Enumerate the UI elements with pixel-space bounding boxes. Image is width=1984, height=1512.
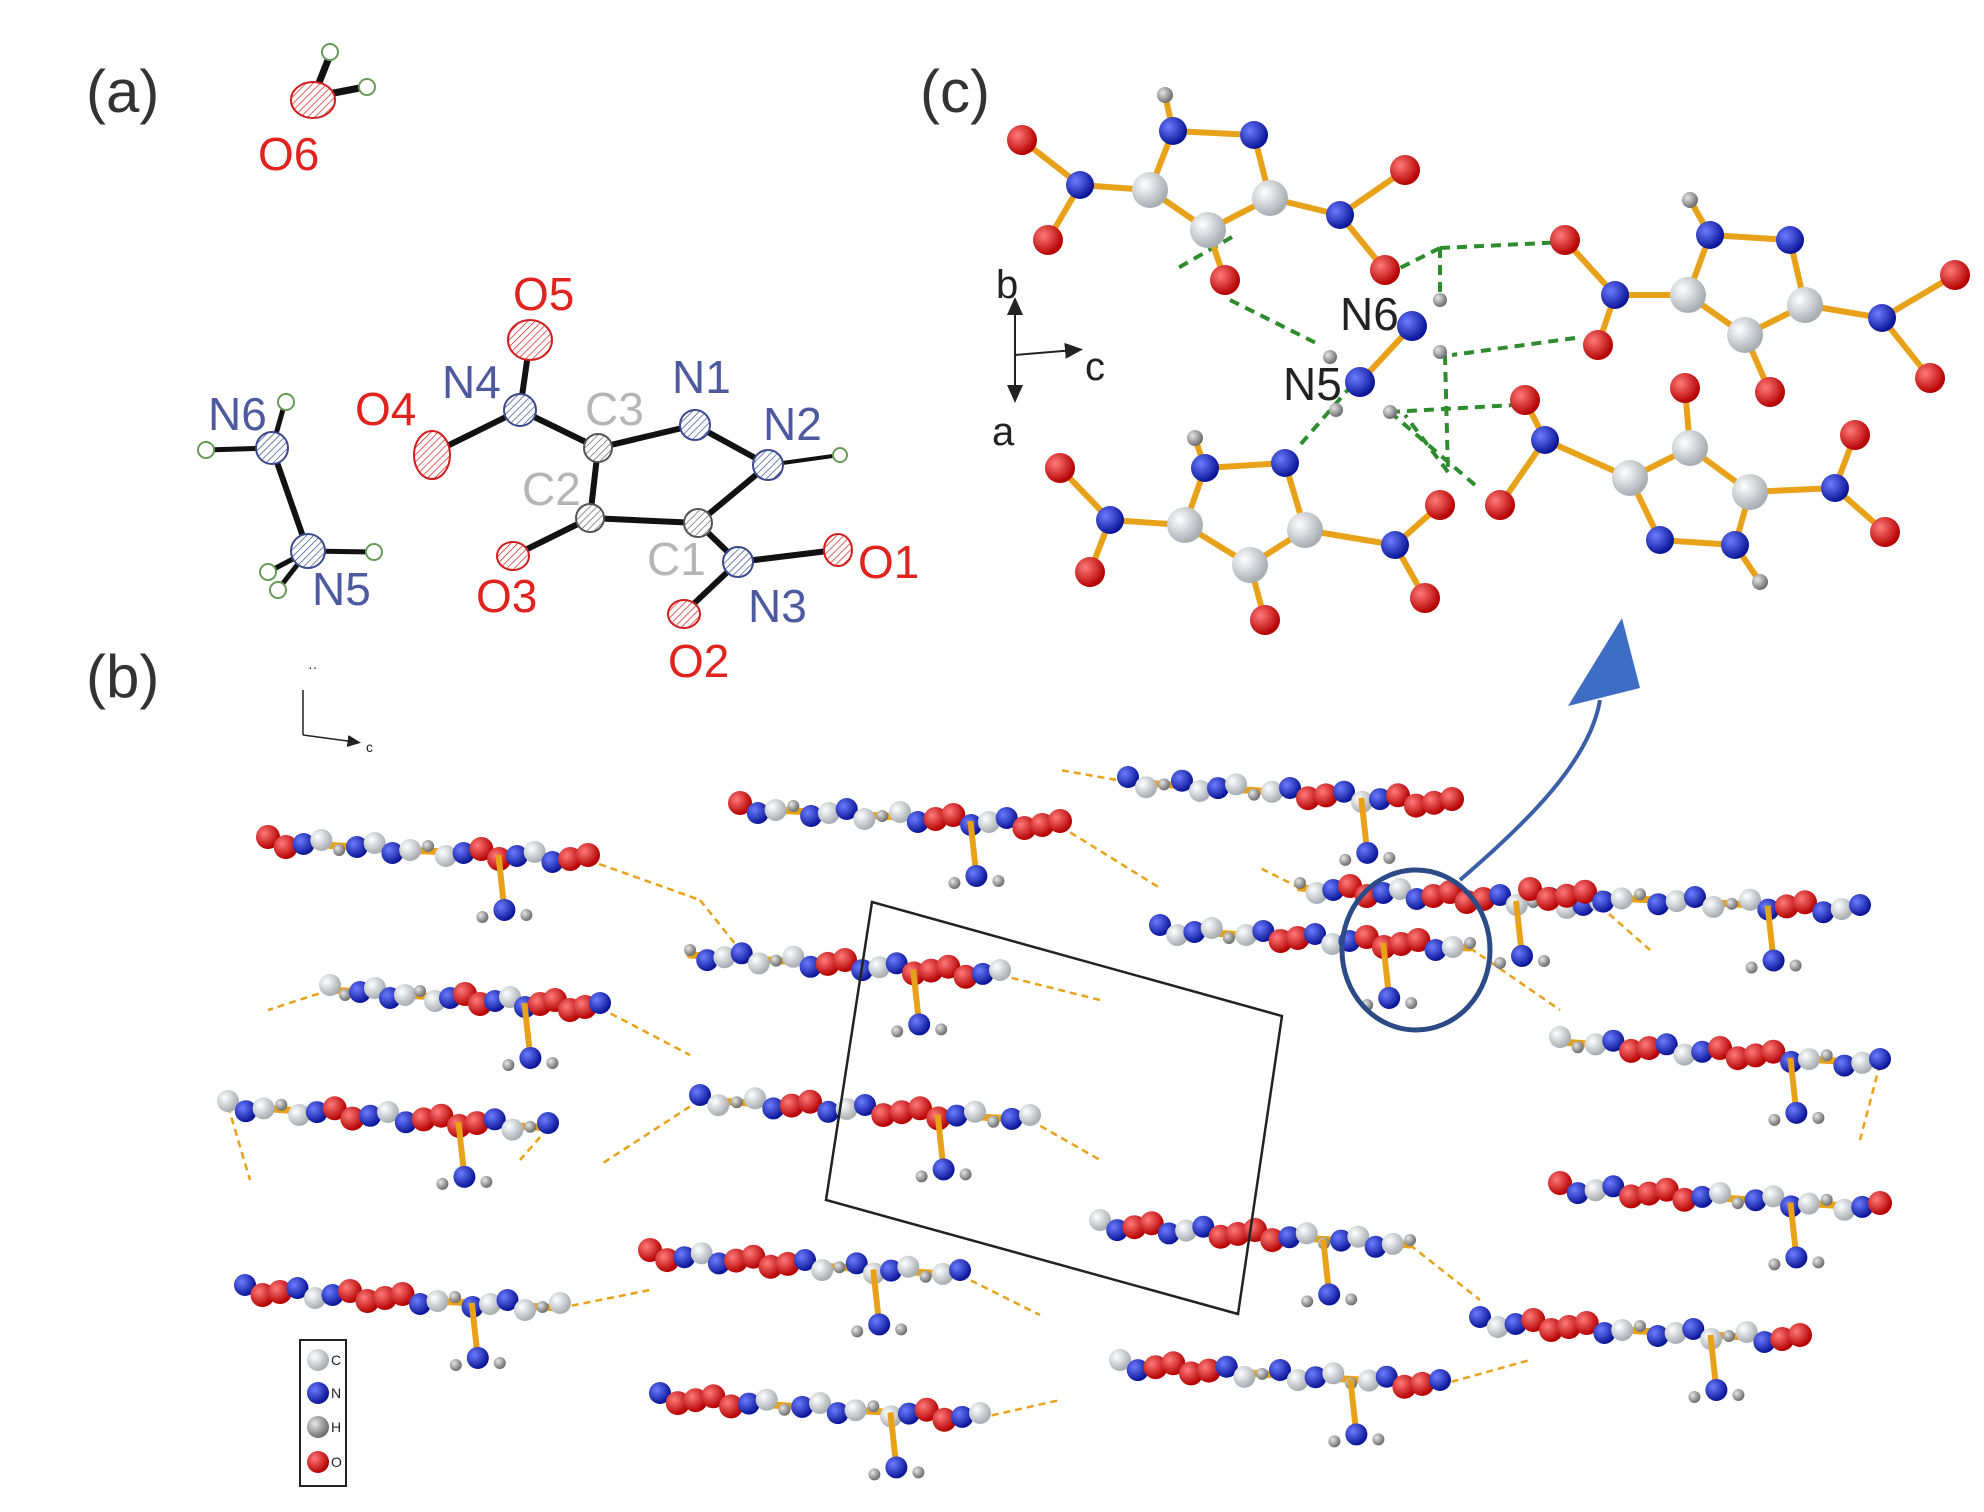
molecule-c-right xyxy=(1550,192,1970,407)
atom-n5-c xyxy=(1345,367,1375,397)
axis-indicator-c: b c a xyxy=(992,263,1105,454)
panel-a-label: (a) xyxy=(86,58,159,125)
water-molecule: O6 xyxy=(258,43,376,180)
panel-c: (c) b c a xyxy=(920,58,1970,635)
crystal-packing xyxy=(217,766,1892,1481)
axis-c-label-b: c xyxy=(366,739,373,755)
panel-b-label: (b) xyxy=(86,643,159,710)
atom-o1 xyxy=(823,533,853,567)
callout-arrowhead xyxy=(1568,618,1640,706)
label-n6-c: N6 xyxy=(1340,288,1399,340)
legend-h: H xyxy=(331,1419,341,1435)
label-c2: C2 xyxy=(522,463,581,515)
legend-o: O xyxy=(331,1454,342,1470)
axis-indicator-b: ·· c xyxy=(302,659,373,755)
axis-a-label: a xyxy=(992,410,1015,454)
legend-n: N xyxy=(331,1385,341,1401)
hydrazinium-cation: N6 N5 xyxy=(197,388,383,615)
label-n5: N5 xyxy=(312,563,371,615)
molecule-c-top-left xyxy=(1007,87,1420,295)
highlight-circle xyxy=(1339,867,1493,1033)
atom-n6 xyxy=(255,431,289,465)
atom-n1 xyxy=(679,409,711,441)
legend-swatch-c xyxy=(307,1349,329,1371)
legend-swatch-h xyxy=(307,1416,329,1438)
label-o2: O2 xyxy=(668,635,729,687)
label-o6: O6 xyxy=(258,128,319,180)
atom-n5 xyxy=(290,533,326,569)
hydrazinium-c: N6 N5 xyxy=(1283,288,1447,419)
atom-o2 xyxy=(667,599,701,629)
atom-legend: C N H O xyxy=(299,1339,347,1487)
atom-o5 xyxy=(507,319,553,361)
label-c1: C1 xyxy=(647,533,706,585)
atom-n3 xyxy=(722,546,754,578)
label-n2: N2 xyxy=(763,398,822,450)
panel-c-label: (c) xyxy=(920,58,990,125)
label-n5-c: N5 xyxy=(1283,358,1342,410)
axis-b-label: b xyxy=(996,263,1018,307)
atom-c3 xyxy=(583,433,613,463)
molecule-c-bottom-right xyxy=(1485,373,1900,590)
label-o5: O5 xyxy=(513,268,574,320)
hydrogen-bonds-detail xyxy=(1177,235,1576,487)
label-n1: N1 xyxy=(672,351,731,403)
unit-cell-box xyxy=(824,900,1284,1316)
label-n6: N6 xyxy=(208,388,267,440)
label-n3: N3 xyxy=(748,580,807,632)
atom-o6 xyxy=(290,81,336,119)
anion-molecule: O5 O4 N4 C3 N1 N2 C2 C1 O3 N3 O1 O2 xyxy=(355,268,919,687)
legend-swatch-o xyxy=(307,1451,329,1473)
label-o4: O4 xyxy=(355,383,416,435)
label-n4: N4 xyxy=(442,356,501,408)
legend-c: C xyxy=(331,1352,341,1368)
atom-h xyxy=(358,78,376,96)
axis-top-label: ·· xyxy=(308,659,317,675)
atom-n4 xyxy=(503,393,537,427)
panel-b: (b) ·· c C N H O xyxy=(86,618,1892,1487)
axis-c-label: c xyxy=(1085,345,1105,389)
molecule-c-bottom-left xyxy=(1045,430,1455,635)
atom-n2 xyxy=(752,449,784,481)
atom-c2 xyxy=(575,503,605,533)
label-o3: O3 xyxy=(476,570,537,622)
label-o1: O1 xyxy=(858,536,919,588)
atom-c1 xyxy=(683,508,713,538)
atom-h xyxy=(321,43,339,61)
atom-n6-c xyxy=(1397,311,1427,341)
label-c3: C3 xyxy=(585,383,644,435)
panel-a: (a) O6 N6 N5 xyxy=(86,43,919,687)
callout-arrow xyxy=(1458,699,1602,882)
atom-o3 xyxy=(496,541,530,571)
atom-o4 xyxy=(413,430,451,480)
legend-swatch-n xyxy=(307,1382,329,1404)
